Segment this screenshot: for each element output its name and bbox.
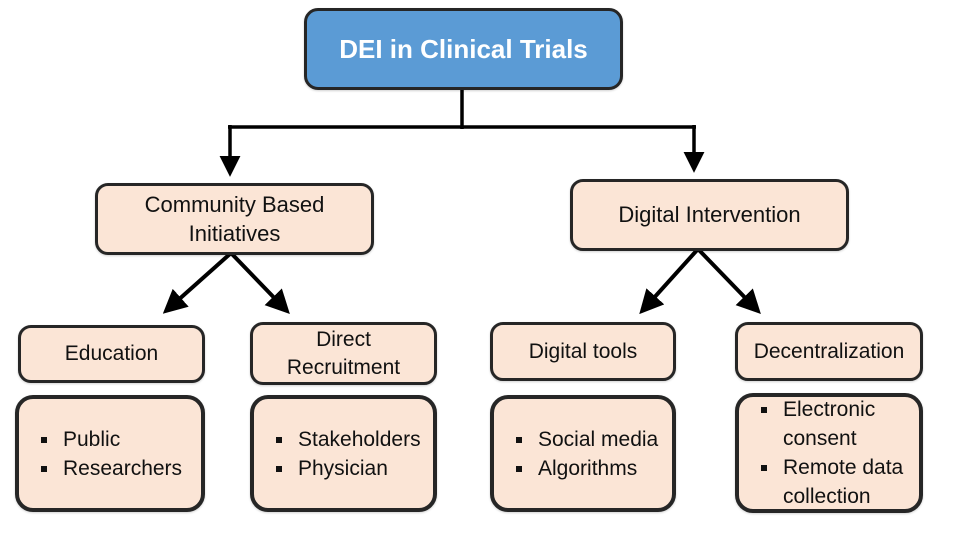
node-tools-label: Digital tools: [528, 339, 638, 363]
bullet-square-icon: [276, 465, 282, 472]
list-item: Social media: [516, 425, 666, 454]
node-decentralization: Decentralization: [735, 322, 923, 381]
bullet-square-icon: [516, 436, 522, 443]
bullet-list: Stakeholders Physician: [254, 425, 433, 483]
bullet-square-icon: [41, 436, 47, 443]
arrow-community-to-recruitment: [229, 251, 290, 315]
node-community-based-initiatives: Community Based Initiatives: [95, 183, 374, 255]
list-item-text: Researchers: [63, 456, 183, 480]
bullet-square-icon: [41, 465, 47, 472]
bullet-square-icon: [761, 407, 767, 413]
node-dei-clinical-trials: DEI in Clinical Trials: [304, 8, 623, 90]
list-item: Researchers: [41, 454, 195, 483]
list-item: Stakeholders: [276, 425, 427, 454]
bullet-list: Electronic consent Remote data collectio…: [739, 395, 919, 511]
arrow-community-to-education: [162, 251, 233, 314]
bullet-list: Public Researchers: [19, 425, 201, 483]
node-digital-tools: Digital tools: [490, 322, 676, 381]
bullet-square-icon: [276, 436, 282, 443]
bullet-list: Social media Algorithms: [494, 425, 672, 483]
bullet-square-icon: [516, 465, 522, 472]
list-digital-tools-items: Social media Algorithms: [490, 395, 676, 512]
bullet-square-icon: [761, 465, 767, 471]
list-item-text: Physician: [298, 456, 388, 480]
list-item-text: Algorithms: [538, 456, 638, 480]
node-digital-label: Digital Intervention: [618, 202, 801, 228]
node-education-label: Education: [64, 342, 159, 366]
list-education-items: Public Researchers: [15, 395, 205, 512]
list-item-text: Remote data collection: [783, 456, 904, 508]
arrow-digital-to-tools: [639, 247, 700, 315]
list-decentralization-items: Electronic consent Remote data collectio…: [735, 393, 923, 513]
node-digital-intervention: Digital Intervention: [570, 179, 849, 251]
node-education: Education: [18, 325, 205, 383]
list-item: Remote data collection: [761, 453, 913, 511]
list-item-text: Public: [63, 427, 121, 451]
node-recruitment-label: Direct Recruitment: [286, 327, 401, 379]
list-item-text: Stakeholders: [298, 427, 421, 451]
list-item-text: Electronic consent: [783, 398, 876, 450]
node-decentralization-label: Decentralization: [753, 339, 905, 363]
list-item: Public: [41, 425, 195, 454]
node-dei-label: DEI in Clinical Trials: [339, 33, 588, 64]
list-item: Electronic consent: [761, 395, 913, 453]
node-direct-recruitment: Direct Recruitment: [250, 322, 437, 385]
arrow-digital-to-decentralization: [696, 247, 761, 315]
list-item: Physician: [276, 454, 427, 483]
list-item: Algorithms: [516, 454, 666, 483]
node-community-label: Community Based Initiatives: [144, 191, 325, 246]
list-recruitment-items: Stakeholders Physician: [250, 395, 437, 512]
list-item-text: Social media: [538, 427, 659, 451]
